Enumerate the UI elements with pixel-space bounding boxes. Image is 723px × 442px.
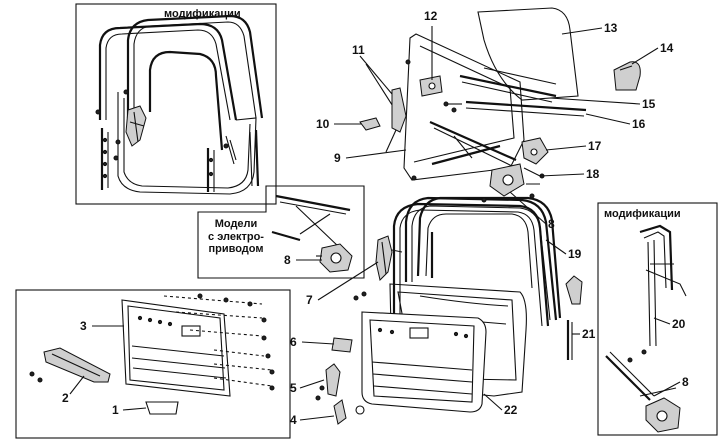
- panel-modifications-right: [597, 202, 718, 436]
- panel-modifications-top-left: [75, 3, 277, 205]
- callout-3: 3: [80, 319, 87, 333]
- callout-4: 4: [290, 413, 297, 427]
- caption-modifications-top: модификации: [164, 8, 241, 20]
- callout-16: 16: [632, 117, 646, 131]
- callout-22: 22: [504, 403, 518, 417]
- callout-15: 15: [642, 97, 656, 111]
- callout-2: 2: [62, 391, 69, 405]
- callout-13: 13: [604, 21, 618, 35]
- caption-electric-line3: приводом: [208, 243, 264, 256]
- center-door-assembly: [315, 196, 583, 425]
- caption-electric-models: Модели с электро- приводом: [200, 218, 272, 256]
- callout-17: 17: [588, 139, 602, 153]
- caption-electric-line2: с электро-: [208, 230, 264, 243]
- callout-6: 6: [290, 335, 297, 349]
- panel-trim-handles: [15, 289, 291, 439]
- panel-electric-models: [197, 185, 365, 279]
- callout-9: 9: [334, 151, 341, 165]
- caption-modifications-right: модификации: [604, 208, 681, 220]
- callout-1: 1: [112, 403, 119, 417]
- callout-7: 7: [306, 293, 313, 307]
- callout-18: 18: [586, 167, 600, 181]
- callout-14: 14: [660, 41, 674, 55]
- top-center-assembly: [359, 7, 641, 203]
- callout-21: 21: [582, 327, 596, 341]
- callout-8-center: 8: [548, 217, 555, 231]
- callout-5: 5: [290, 381, 297, 395]
- caption-electric-line1: Модели: [214, 218, 258, 230]
- callout-8-electric: 8: [284, 253, 291, 267]
- callout-10: 10: [316, 117, 330, 131]
- callout-11: 11: [352, 43, 365, 57]
- callout-20: 20: [672, 317, 686, 331]
- callout-12: 12: [424, 9, 438, 23]
- leader-lines: [69, 26, 681, 421]
- callout-19: 19: [568, 247, 582, 261]
- callout-8-right: 8: [682, 375, 689, 389]
